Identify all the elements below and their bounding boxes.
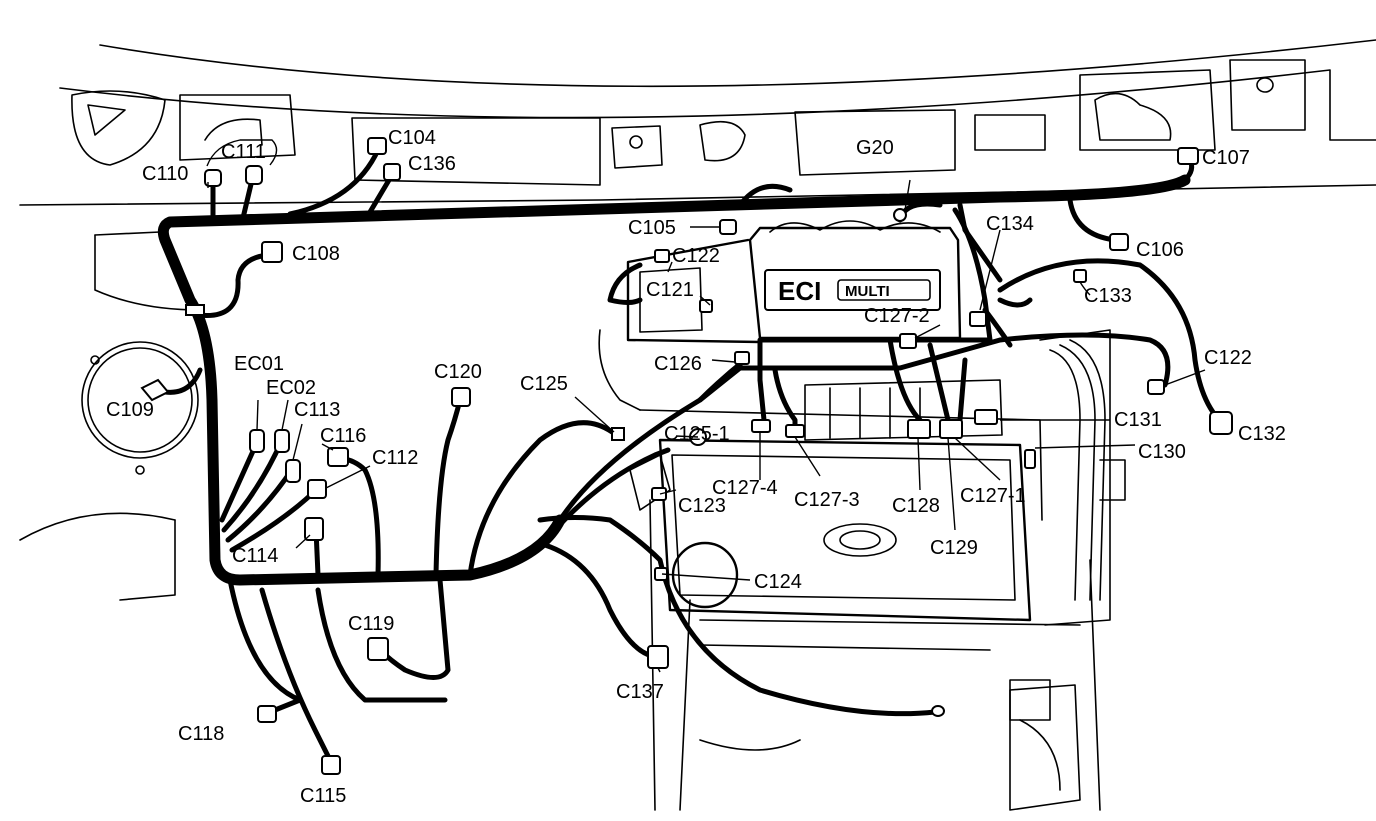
label-c107: C107 bbox=[1202, 147, 1250, 169]
label-c130: C130 bbox=[1138, 441, 1186, 463]
connector-c111 bbox=[245, 165, 263, 185]
connector-c115 bbox=[321, 755, 341, 775]
harness-clip bbox=[185, 304, 205, 316]
connector-c116 bbox=[327, 447, 349, 467]
ground-g20 bbox=[893, 208, 907, 222]
label-c126: C126 bbox=[654, 353, 702, 375]
connector-c122-left bbox=[654, 249, 670, 263]
connector-c131 bbox=[974, 409, 998, 425]
label-c125: C125 bbox=[520, 373, 568, 395]
connector-c114 bbox=[304, 517, 324, 541]
connector-c122-right bbox=[1147, 379, 1165, 395]
connector-c109 bbox=[140, 378, 170, 402]
label-c123: C123 bbox=[678, 495, 726, 517]
label-c108: C108 bbox=[292, 243, 340, 265]
label-c110: C110 bbox=[142, 163, 188, 185]
label-c129: C129 bbox=[930, 537, 978, 559]
label-c125-1: C125-1 bbox=[664, 423, 730, 445]
connector-c137 bbox=[647, 645, 669, 669]
connector-c113 bbox=[285, 459, 301, 483]
connector-c126 bbox=[734, 351, 750, 365]
label-c113: C113 bbox=[294, 399, 340, 421]
label-g20: G20 bbox=[856, 137, 894, 159]
connector-ec01 bbox=[249, 429, 265, 453]
connector-c123 bbox=[651, 487, 667, 501]
label-c118: C118 bbox=[178, 723, 224, 745]
connector-c127-2 bbox=[899, 333, 917, 349]
label-c115: C115 bbox=[300, 785, 346, 807]
connector-c108 bbox=[261, 241, 283, 263]
connector-c128 bbox=[907, 419, 931, 439]
label-c112: C112 bbox=[372, 447, 418, 469]
label-c122-right: C122 bbox=[1204, 347, 1252, 369]
connector-c112 bbox=[307, 479, 327, 499]
label-c137: C137 bbox=[616, 681, 664, 703]
engine-outline: ECI MULTI bbox=[598, 220, 1126, 811]
connector-c106 bbox=[1109, 233, 1129, 251]
connector-c105 bbox=[719, 219, 737, 235]
label-c111: C111 bbox=[221, 141, 266, 163]
label-c109: C109 bbox=[106, 399, 154, 421]
eci-cover-text: ECI bbox=[778, 276, 821, 306]
label-c119: C119 bbox=[348, 613, 394, 635]
label-c106: C106 bbox=[1136, 239, 1184, 261]
connectors bbox=[140, 137, 1233, 775]
label-c116: C116 bbox=[320, 425, 366, 447]
connector-ec02 bbox=[274, 429, 290, 453]
ground-terminal bbox=[931, 705, 945, 717]
connector-c132 bbox=[1209, 411, 1233, 435]
connector-c121 bbox=[699, 299, 713, 313]
connector-c118 bbox=[257, 705, 277, 723]
multi-badge-text: MULTI bbox=[845, 283, 890, 300]
connector-c127-1 bbox=[939, 419, 963, 439]
label-c121: C121 bbox=[646, 279, 694, 301]
label-c132: C132 bbox=[1238, 423, 1286, 445]
label-c114: C114 bbox=[232, 545, 278, 567]
label-c134: C134 bbox=[986, 213, 1034, 235]
label-c120: C120 bbox=[434, 361, 482, 383]
connector-c134 bbox=[969, 311, 987, 327]
label-c127-4: C127-4 bbox=[712, 477, 778, 499]
label-c127-3: C127-3 bbox=[794, 489, 860, 511]
connector-labels: C104 C136 C111 C110 C108 C109 EC01 EC02 … bbox=[106, 127, 1286, 807]
label-c127-2: C127-2 bbox=[864, 305, 930, 327]
label-c128: C128 bbox=[892, 495, 940, 517]
connector-c119 bbox=[367, 637, 389, 661]
connector-c104 bbox=[367, 137, 387, 155]
label-ec01: EC01 bbox=[234, 353, 284, 375]
label-c105: C105 bbox=[628, 217, 676, 239]
connector-c120 bbox=[451, 387, 471, 407]
connector-c127-4 bbox=[751, 419, 771, 433]
connector-c130 bbox=[1024, 449, 1036, 469]
connector-c110 bbox=[204, 169, 222, 187]
label-c127-1: C127-1 bbox=[960, 485, 1026, 507]
label-c136: C136 bbox=[408, 153, 456, 175]
connector-c127-3 bbox=[785, 424, 805, 438]
label-c104: C104 bbox=[388, 127, 436, 149]
label-c122-left: C122 bbox=[672, 245, 720, 267]
label-c124: C124 bbox=[754, 571, 802, 593]
main-harness bbox=[157, 157, 1218, 586]
connector-c125 bbox=[611, 427, 625, 441]
connector-c107 bbox=[1177, 147, 1199, 165]
leader-lines bbox=[206, 139, 1206, 673]
label-c133: C133 bbox=[1084, 285, 1132, 307]
label-c131: C131 bbox=[1114, 409, 1162, 431]
connector-c133 bbox=[1073, 269, 1087, 283]
label-ec02: EC02 bbox=[266, 377, 316, 399]
connector-c136 bbox=[383, 163, 401, 181]
